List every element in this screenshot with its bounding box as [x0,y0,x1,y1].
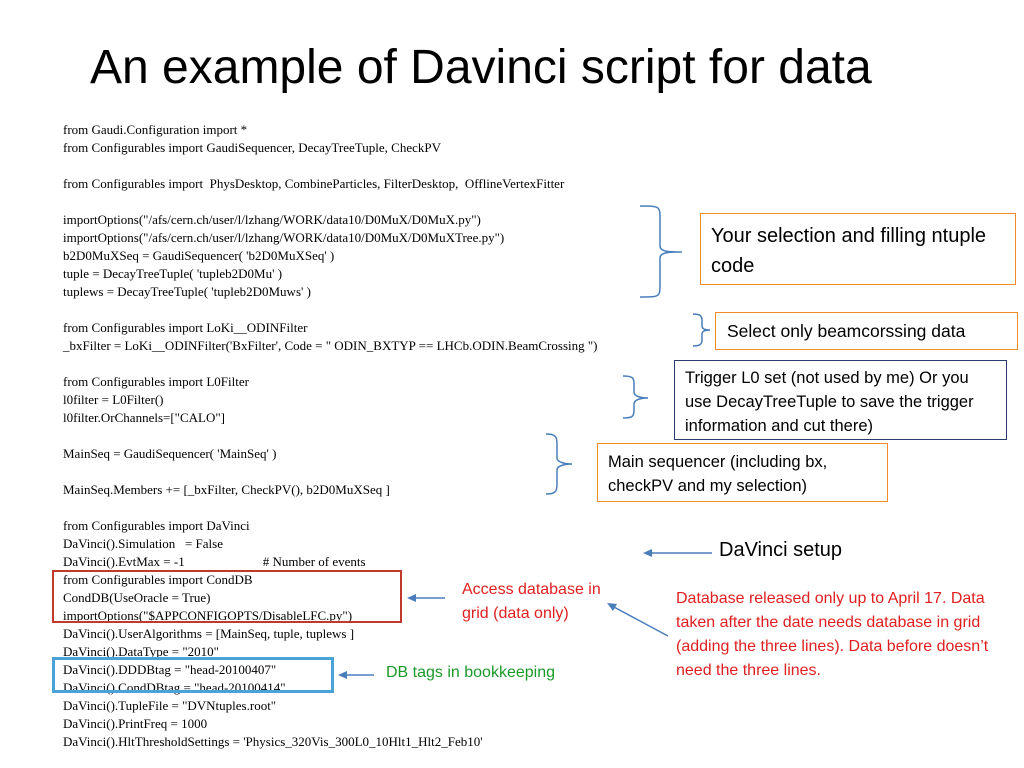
main-sequencer-callout-text: Main sequencer (including bx, checkPV an… [608,453,828,495]
db-tags-label: DB tags in bookkeeping [386,664,555,681]
code-line: DaVinci().UserAlgorithms = [MainSeq, tup… [63,626,355,641]
code-line: from Configurables import GaudiSequencer… [63,140,441,155]
code-line: from Gaudi.Configuration import * [63,122,248,137]
code-line: b2D0MuXSeq = GaudiSequencer( 'b2D0MuXSeq… [63,248,335,263]
code-line: _bxFilter = LoKi__ODINFilter('BxFilter',… [63,338,598,353]
code-line: from Configurables import PhysDesktop, C… [63,176,565,191]
code-line: DaVinci().TupleFile = "DVNtuples.root" [63,698,277,713]
slide-title: An example of Davinci script for data [90,41,872,94]
selection-callout-text: Your selection and filling ntuple code [711,225,987,277]
selection-callout: Your selection and filling ntuple code [700,213,1016,285]
code-line: importOptions("/afs/cern.ch/user/l/lzhan… [63,212,481,227]
trigger-callout-text: Trigger L0 set (not used by me) Or you u… [685,369,974,435]
conddb-highlight-box [52,570,402,623]
brace-mainseq [545,433,573,495]
code-line: l0filter.OrChannels=["CALO"] [63,410,225,425]
davinci-setup-label: DaVinci setup [719,539,843,561]
code-line: from Configurables import DaVinci [63,518,250,533]
dbtags-highlight-box [52,657,334,693]
code-block: from Gaudi.Configuration import * from Co… [63,121,598,751]
code-line: tuple = DecayTreeTuple( 'tupleb2D0Mu' ) [63,266,283,281]
arrow-database-note [611,605,669,637]
code-line: from Configurables import LoKi__ODINFilt… [63,320,308,335]
code-line: from Configurables import L0Filter [63,374,249,389]
beamcrossing-callout: Select only beamcorssing data [715,312,1018,350]
code-line: DaVinci().HltThresholdSettings = 'Physic… [63,734,483,749]
code-line: DaVinci().EvtMax = -1 # Number of events [63,554,366,569]
code-line: importOptions("$APPCONFIGOPTS/DisableLFC… [63,608,353,623]
code-line: importOptions("/afs/cern.ch/user/l/lzhan… [63,230,505,245]
beamcrossing-callout-text: Select only beamcorssing data [727,321,966,341]
code-line: from Configurables import CondDB [63,572,253,587]
code-line: MainSeq = GaudiSequencer( 'MainSeq' ) [63,446,277,461]
brace-trigger [622,375,649,419]
code-line: DaVinci().Simulation = False [63,536,223,551]
code-line: CondDB(UseOracle = True) [63,590,211,605]
database-note: Database released only up to April 17. D… [676,590,989,679]
code-line: tuplews = DecayTreeTuple( 'tupleb2D0Muws… [63,284,311,299]
access-database-label: Access database in grid (data only) [462,581,601,622]
code-line: DaVinci().DDDBtag = "head-20100407" [63,662,277,677]
code-line: l0filter = L0Filter() [63,392,164,407]
code-line: MainSeq.Members += [_bxFilter, CheckPV()… [63,482,390,497]
code-line: DaVinci().DataType = "2010" [63,644,219,659]
code-line: DaVinci().PrintFreq = 1000 [63,716,208,731]
brace-beamcrossing [692,313,711,347]
brace-selection [639,205,683,298]
main-sequencer-callout: Main sequencer (including bx, checkPV an… [597,443,888,502]
trigger-callout: Trigger L0 set (not used by me) Or you u… [674,360,1007,440]
